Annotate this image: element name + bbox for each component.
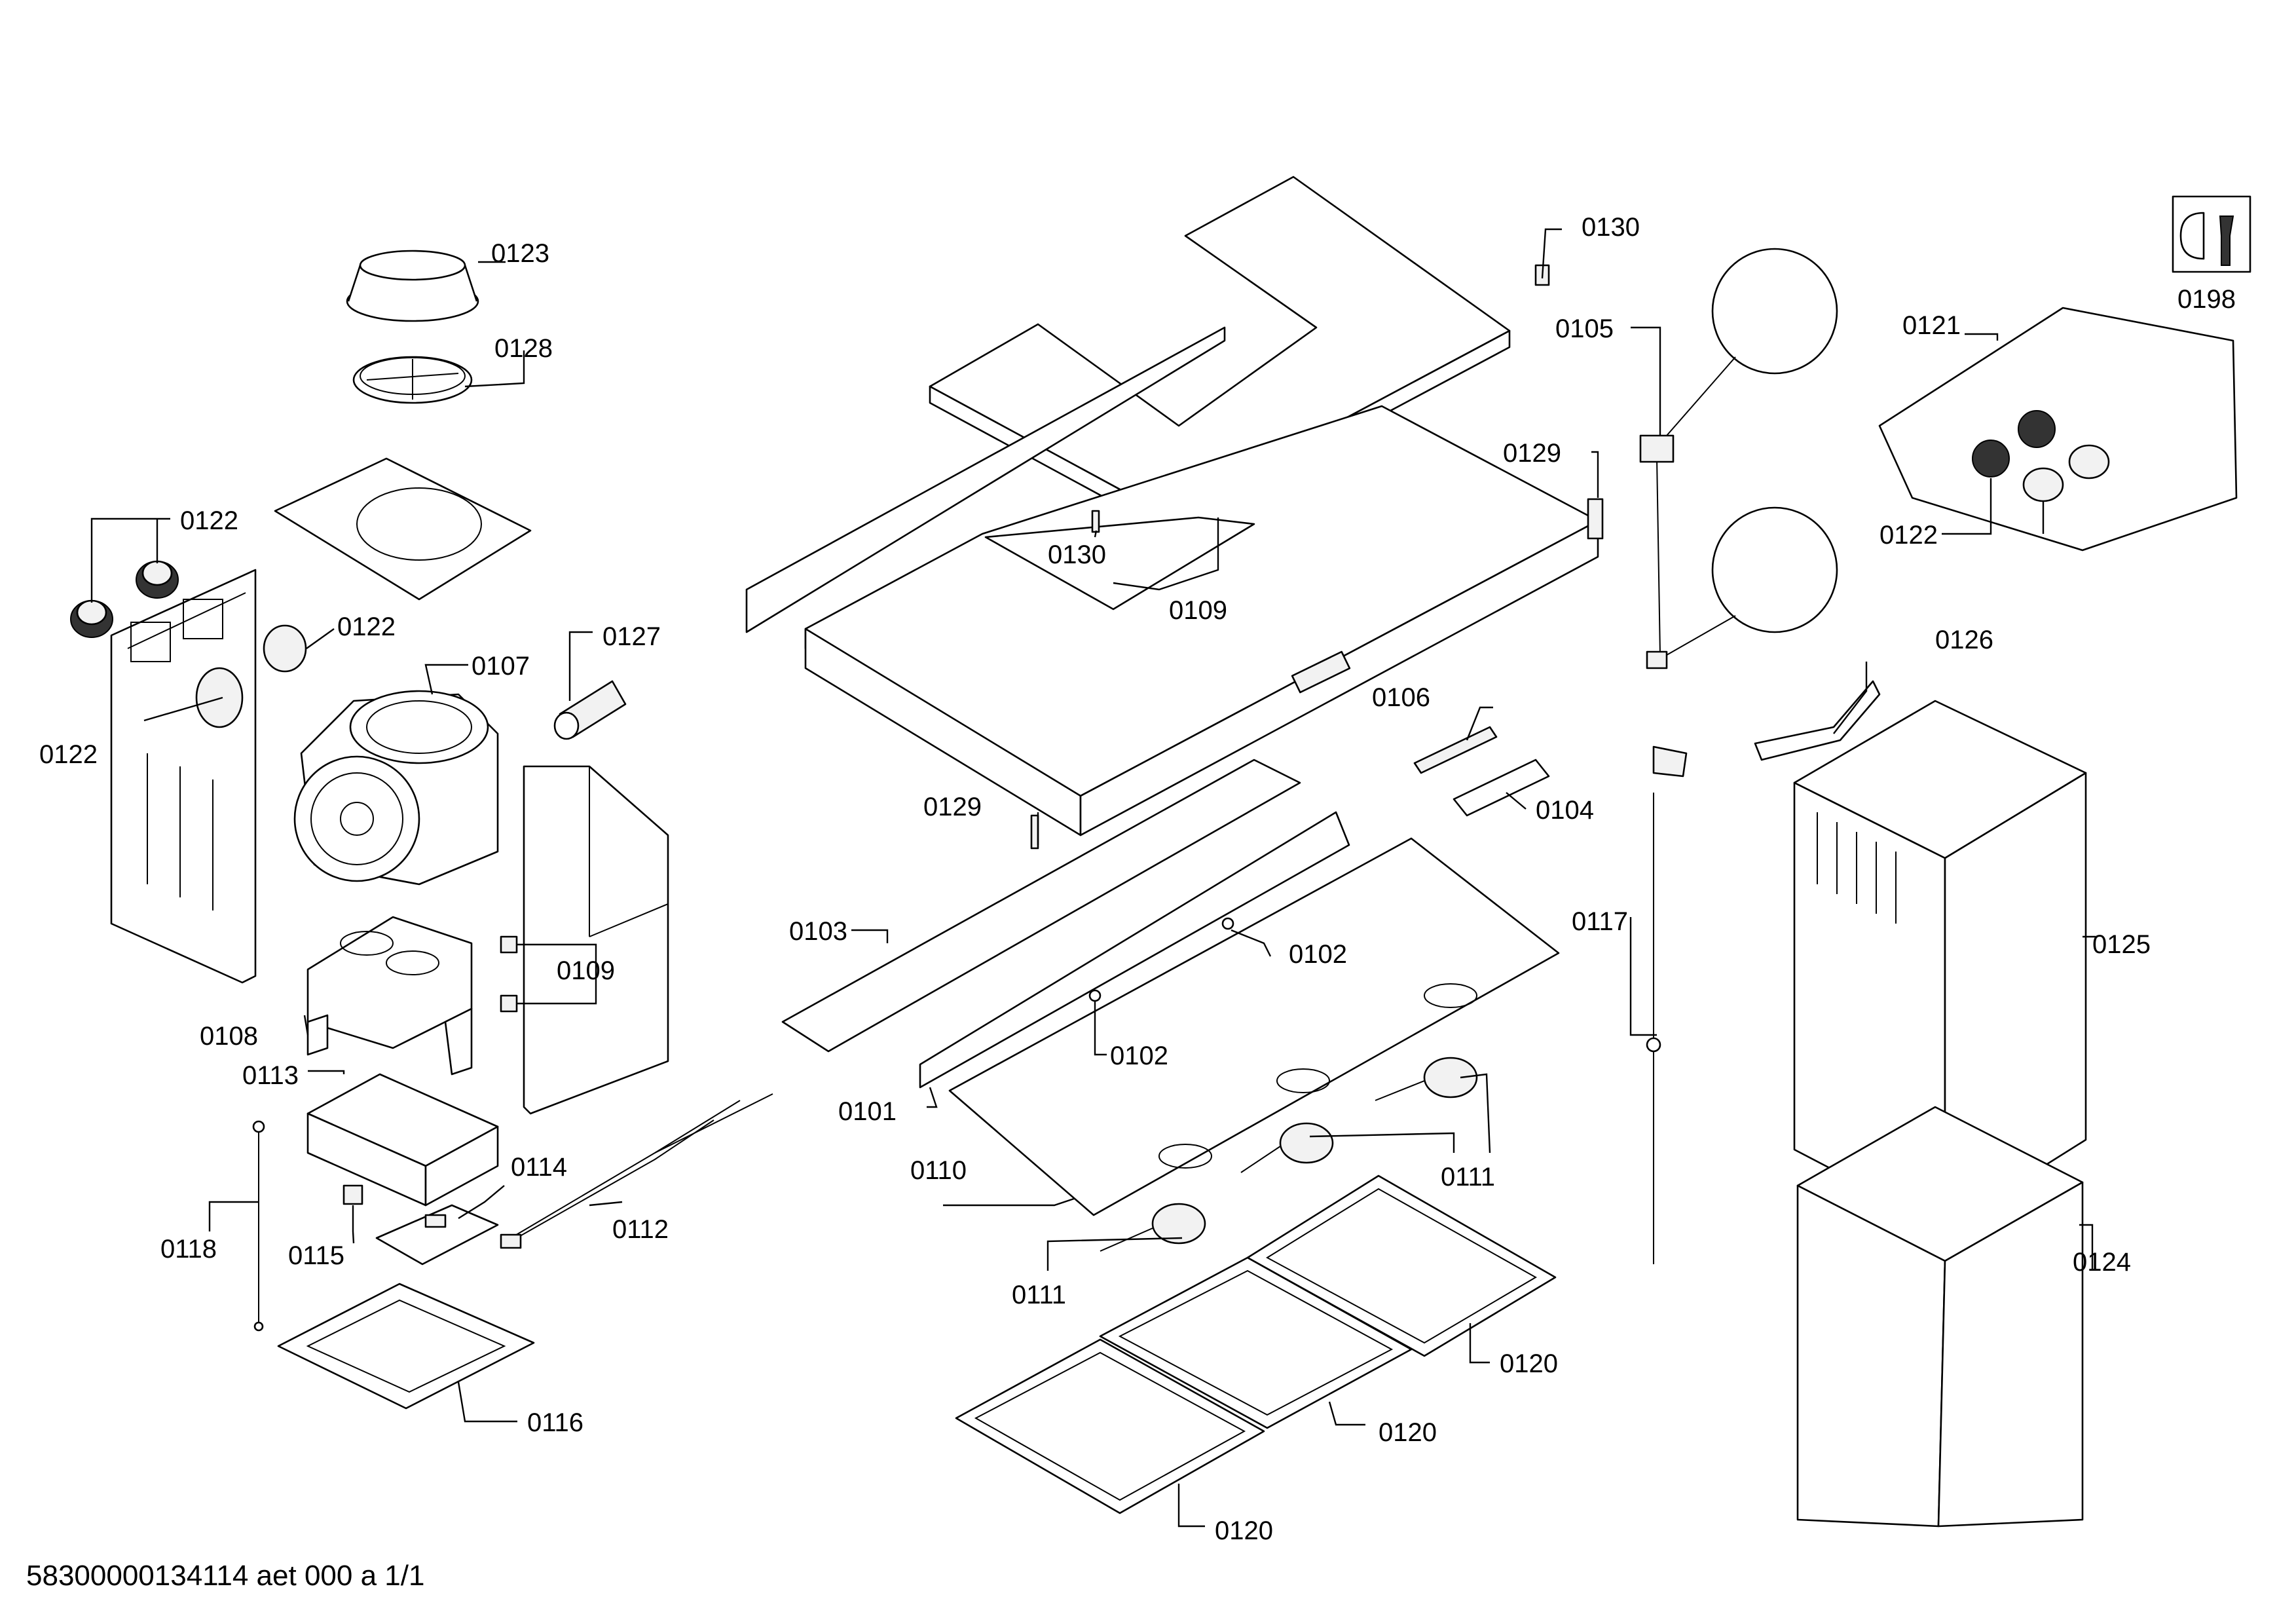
label-0120-b: 0120 [1379, 1418, 1437, 1447]
part-0122-knob-b [136, 560, 179, 599]
label-0128: 0128 [494, 334, 553, 363]
part-0117-power-cord [1646, 745, 1688, 1264]
part-0127-capacitor [553, 680, 627, 740]
label-0111-a: 0111 [1441, 1163, 1495, 1192]
part-labels: 0123 0128 0122 0122 0122 0127 0107 0109 … [26, 213, 2236, 1592]
label-0118: 0118 [160, 1235, 217, 1264]
hood-body [804, 405, 1599, 836]
label-0126: 0126 [1935, 626, 1993, 654]
part-0128-backflow-flap [352, 356, 473, 404]
part-0104-button-bar [1453, 759, 1550, 817]
label-0122-d: 0122 [1879, 521, 1938, 550]
part-0112-wiring-harness [500, 1093, 773, 1249]
part-0116-grille-tray [277, 1283, 535, 1410]
part-0108-blower-bracket [306, 916, 473, 1076]
label-0122-c: 0122 [39, 740, 98, 769]
label-0111-b: 0111 [1012, 1281, 1066, 1309]
label-0125: 0125 [2092, 930, 2151, 959]
part-0130-pin-a [1091, 510, 1100, 533]
label-0130-a: 0130 [1582, 213, 1640, 242]
part-0118-ground-wire [252, 1120, 265, 1332]
part-0125-upper-chimney [1793, 700, 2087, 1229]
part-0101-front-rail [919, 811, 1350, 1089]
label-0109-b: 0109 [1169, 596, 1227, 625]
label-0114: 0114 [511, 1153, 567, 1182]
part-0114-circuit-board [375, 1204, 499, 1266]
label-0107: 0107 [472, 652, 530, 681]
part-0111-lamp-c [1100, 1203, 1206, 1252]
part-0120-filter-b [1099, 1256, 1413, 1429]
part-0124-lower-chimney [1796, 1106, 2084, 1528]
label-0120-a: 0120 [1500, 1349, 1558, 1378]
label-0129-a: 0129 [1503, 439, 1561, 468]
fan-mounting-plate [274, 457, 532, 601]
label-0130-b: 0130 [1048, 540, 1106, 569]
part-0126-chimney-bracket [1754, 680, 1881, 761]
label-0106: 0106 [1372, 683, 1430, 712]
wrench-icon [2172, 195, 2251, 273]
part-0103-front-rail [781, 759, 1301, 1053]
label-0103: 0103 [789, 917, 847, 946]
label-0198: 0198 [2177, 285, 2236, 314]
part-0121-accessory-bag [1878, 307, 2238, 552]
part-0129-strip-b [1587, 498, 1604, 540]
part-0107-blower [293, 690, 499, 886]
side-panel-right [500, 765, 669, 1115]
label-0127: 0127 [602, 622, 661, 651]
label-0124: 0124 [2073, 1248, 2131, 1277]
part-0115-clip [343, 1184, 363, 1205]
part-0110-filter-tray [948, 837, 1560, 1216]
part-0105-cable-harness [1639, 248, 1838, 669]
label-0121: 0121 [1902, 311, 1961, 340]
label-0101: 0101 [838, 1097, 897, 1126]
part-0109-inner-plate [984, 516, 1255, 610]
label-0122-b: 0122 [337, 612, 396, 641]
part-0111-lamp-b [1240, 1122, 1334, 1173]
label-0122-a: 0122 [180, 506, 238, 535]
label-0112: 0112 [612, 1215, 669, 1244]
document-id: 58300000134114 aet 000 a 1/1 [26, 1560, 424, 1592]
label-0113: 0113 [242, 1061, 299, 1090]
part-0122-knob-a [70, 599, 113, 638]
label-0109-a: 0109 [557, 956, 615, 985]
label-0105: 0105 [1555, 314, 1614, 343]
label-0129-b: 0129 [923, 793, 982, 821]
part-0122-knob-c [263, 624, 307, 673]
label-0108: 0108 [200, 1022, 258, 1051]
label-0115: 0115 [288, 1241, 344, 1270]
part-0102-clip-a [1221, 917, 1234, 930]
label-0102-b: 0102 [1110, 1042, 1168, 1070]
part-0120-filter-c [955, 1338, 1265, 1514]
part-0111-lamp-a [1375, 1057, 1478, 1101]
label-0117: 0117 [1572, 907, 1628, 936]
part-0113-control-box [306, 1073, 499, 1207]
label-0110: 0110 [910, 1156, 967, 1185]
part-0129-strip-a [1030, 814, 1039, 850]
label-0120-c: 0120 [1215, 1516, 1273, 1545]
label-0123: 0123 [491, 239, 549, 268]
leader-lines [90, 228, 2096, 1528]
side-panel-left [110, 569, 257, 984]
part-0102-clip-b [1088, 989, 1102, 1002]
label-0102-a: 0102 [1289, 940, 1347, 969]
rear-mounting-rail [745, 326, 1226, 633]
label-0116: 0116 [527, 1408, 583, 1437]
part-0123-duct-ring [346, 250, 479, 322]
part-0106-button-frame [1413, 726, 1498, 774]
label-0104: 0104 [1536, 796, 1594, 825]
